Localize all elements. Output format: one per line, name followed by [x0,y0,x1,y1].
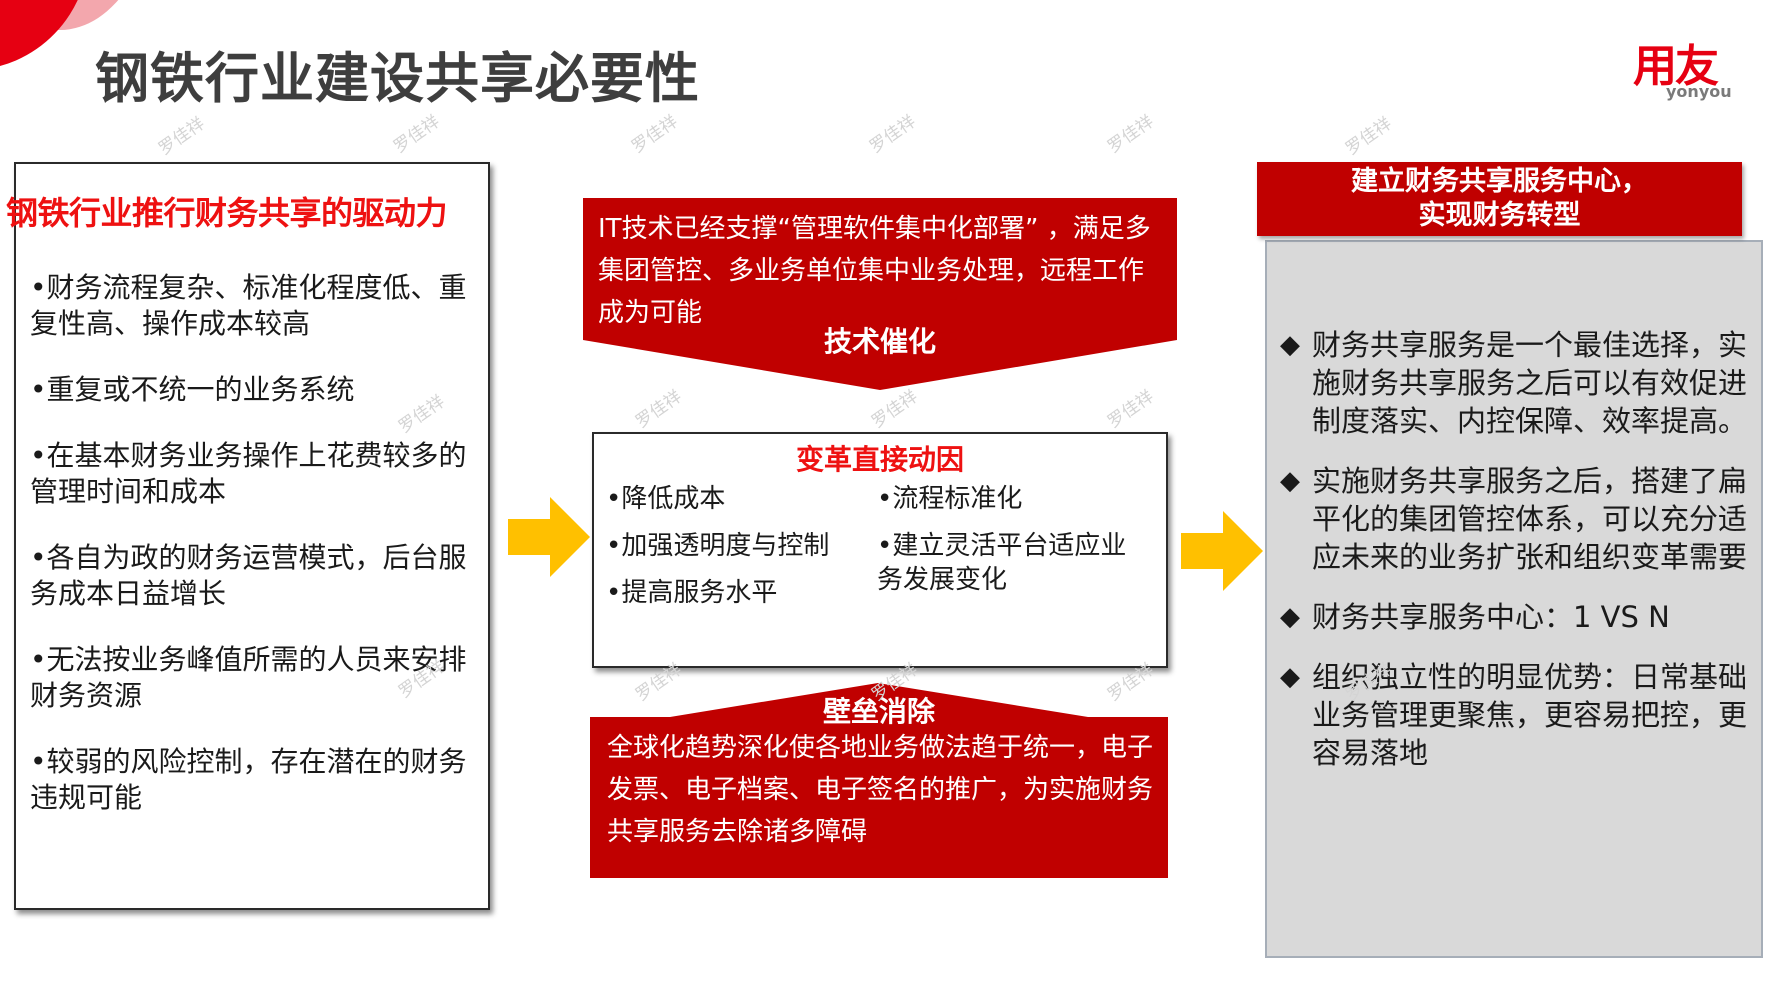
diamond-bullet-icon: ◆ [1280,466,1300,496]
driver-item: •重复或不统一的业务系统 [30,373,355,406]
transformation-item: ◆ 实施财务共享服务之后，搭建了扁平化的集团管控体系，可以充分适应未来的业务扩张… [1280,462,1760,576]
direct-drivers-left-column: •降低成本 •加强透明度与控制 •提高服务水平 [606,482,876,623]
transformation-panel [1265,240,1763,958]
direct-driver-item: •加强透明度与控制 [606,531,830,561]
barrier-removal-text: 全球化趋势深化使各地业务做法趋于统一，电子发票、电子档案、电子签名的推广，为实施… [607,733,1154,847]
transformation-heading-line1: 建立财务共享服务中心， [1351,166,1648,197]
watermark: 罗佳祥 [1342,113,1396,160]
diamond-bullet-icon: ◆ [1280,662,1300,692]
transformation-item: ◆ 财务共享服务中心：1 VS N [1280,598,1760,636]
driver-item: •无法按业务峰值所需的人员来安排财务资源 [30,643,467,712]
driver-item: •在基本财务业务操作上花费较多的管理时间和成本 [30,439,467,508]
drivers-panel [14,162,490,910]
watermark: 罗佳祥 [1104,111,1158,158]
transformation-heading-line2: 实现财务转型 [1418,200,1581,231]
right-arrow-icon [508,497,590,577]
transformation-item-text: 财务共享服务中心：1 VS N [1312,600,1670,634]
right-arrow-icon [1181,511,1263,591]
transformation-item-text: 财务共享服务是一个最佳选择，实施财务共享服务之后可以有效促进制度落实、内控保障、… [1312,328,1748,438]
driver-item: •较弱的风险控制，存在潜在的财务违规可能 [30,745,467,814]
diamond-bullet-icon: ◆ [1280,602,1300,632]
watermark: 罗佳祥 [1104,386,1158,433]
diamond-bullet-icon: ◆ [1280,330,1300,360]
watermark: 罗佳祥 [868,386,922,433]
page-title: 钢铁行业建设共享必要性 [95,47,700,110]
drivers-heading: 钢铁行业推行财务共享的驱动力 [6,194,448,232]
transformation-item-text: 组织独立性的明显优势：日常基础业务管理更聚焦，更容易把控，更容易落地 [1312,660,1748,770]
transformation-heading: 建立财务共享服务中心， 实现财务转型 [1257,162,1742,236]
direct-drivers-box [592,432,1168,668]
transformation-item: ◆ 组织独立性的明显优势：日常基础业务管理更聚焦，更容易把控，更容易落地 [1280,658,1760,772]
tech-catalyst-label: 技术催化 [823,325,936,358]
watermark: 罗佳祥 [155,113,209,160]
direct-driver-item: •建立灵活平台适应业务发展变化 [877,531,1127,595]
barrier-removal-banner-shape [590,683,1168,878]
tech-catalyst-banner-shape [583,198,1177,390]
driver-item: •各自为政的财务运营模式，后台服务成本日益增长 [30,541,467,610]
direct-driver-item: •降低成本 [606,484,726,514]
watermark: 罗佳祥 [866,111,920,158]
tech-catalyst-text: IT技术已经支撑“管理软件集中化部署” ，满足多集团管控、多业务单位集中业务处理… [598,214,1151,328]
watermark: 罗佳祥 [390,111,444,158]
driver-item: •财务流程复杂、标准化程度低、重复性高、操作成本较高 [30,271,467,340]
drivers-list: •财务流程复杂、标准化程度低、重复性高、操作成本较高 •重复或不统一的业务系统 … [30,270,480,846]
transformation-item-text: 实施财务共享服务之后，搭建了扁平化的集团管控体系，可以充分适应未来的业务扩张和组… [1312,464,1748,574]
transformation-list: ◆ 财务共享服务是一个最佳选择，实施财务共享服务之后可以有效促进制度落实、内控保… [1280,326,1760,794]
direct-driver-item: •流程标准化 [877,484,1023,514]
direct-drivers-right-column: •流程标准化 •建立灵活平台适应业务发展变化 [877,482,1147,610]
direct-driver-item: •提高服务水平 [606,578,778,608]
direct-drivers-title: 变革直接动因 [795,443,964,476]
logo-yonyou-english: yonyou [1666,82,1732,101]
watermark: 罗佳祥 [628,111,682,158]
watermark: 罗佳祥 [632,386,686,433]
logo-yonyou-chinese: 用友 [1633,41,1719,92]
barrier-removal-label: 壁垒消除 [822,695,935,728]
transformation-item: ◆ 财务共享服务是一个最佳选择，实施财务共享服务之后可以有效促进制度落实、内控保… [1280,326,1760,440]
